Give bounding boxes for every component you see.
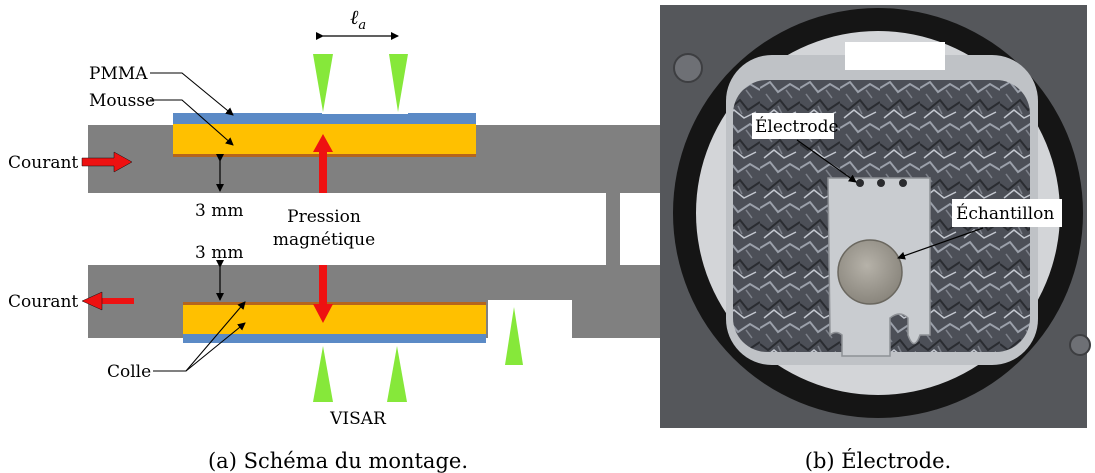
echantillon-label: Échantillon xyxy=(956,203,1054,224)
foam-bottom xyxy=(183,305,486,334)
visar-probe-bottom-2 xyxy=(387,346,407,402)
current-arrow-bottom-bar xyxy=(100,298,134,304)
pressure-arrow-down-head xyxy=(313,304,333,323)
current-arrow-top xyxy=(81,151,133,173)
pressure-arrow-up-head xyxy=(313,134,333,152)
mousse-leader xyxy=(150,99,234,146)
pmma-leader xyxy=(150,72,234,116)
plate-hole-3 xyxy=(899,179,907,187)
visar-probe-top-2 xyxy=(389,54,408,112)
pressure-arrow-up-shaft xyxy=(319,150,327,193)
pressure-arrow-down-shaft xyxy=(319,265,327,306)
echantillon-label-box xyxy=(952,199,1062,227)
screw-bottom-right xyxy=(1069,334,1091,356)
visar-probe-side xyxy=(505,307,523,365)
plate-hole-1 xyxy=(856,179,864,187)
gap-top-label: 3 mm xyxy=(195,201,243,221)
courant-top-label: Courant xyxy=(8,153,78,173)
mousse-label: Mousse xyxy=(89,91,155,111)
plate-hole-2 xyxy=(877,179,885,187)
la-label: ℓa xyxy=(350,5,366,33)
screw-top-left xyxy=(673,53,703,83)
current-arrow-bottom-head xyxy=(81,291,103,311)
echantillon-leader xyxy=(897,227,984,260)
glue-bottom xyxy=(183,302,486,305)
sample-disk xyxy=(837,239,903,305)
pmma-label: PMMA xyxy=(89,64,148,84)
visar-label: VISAR xyxy=(329,409,387,429)
electrode-leader xyxy=(796,139,857,183)
panel-a-caption: (a) Schéma du montage. xyxy=(208,449,468,473)
electrode-bottom-notch xyxy=(488,300,572,340)
pmma-top-gap xyxy=(322,111,408,114)
electrode-label: Électrode xyxy=(755,116,839,137)
electrode-label-box xyxy=(752,113,834,139)
courant-bottom-label: Courant xyxy=(8,292,78,312)
pressure-label-line1: Pression xyxy=(287,207,361,227)
panel-b-photo: Électrode Échantillon (b) Électrode. xyxy=(660,5,1091,473)
visar-probe-top-1 xyxy=(313,54,333,112)
electrode-right-tab xyxy=(606,193,620,265)
colle-leader-2 xyxy=(185,322,246,372)
pmma-top xyxy=(173,113,476,124)
visar-probe-bottom-1 xyxy=(313,346,333,402)
white-tape xyxy=(845,42,945,70)
panel-b-caption: (b) Électrode. xyxy=(805,449,951,473)
colle-label: Colle xyxy=(107,362,151,382)
pmma-bottom xyxy=(183,334,486,343)
pressure-label-line2: magnétique xyxy=(273,230,375,250)
panel-a-schema: ℓa PMMA Mousse Courant 3 mm Pression mag… xyxy=(8,5,662,473)
gap-bottom-label: 3 mm xyxy=(195,243,243,263)
